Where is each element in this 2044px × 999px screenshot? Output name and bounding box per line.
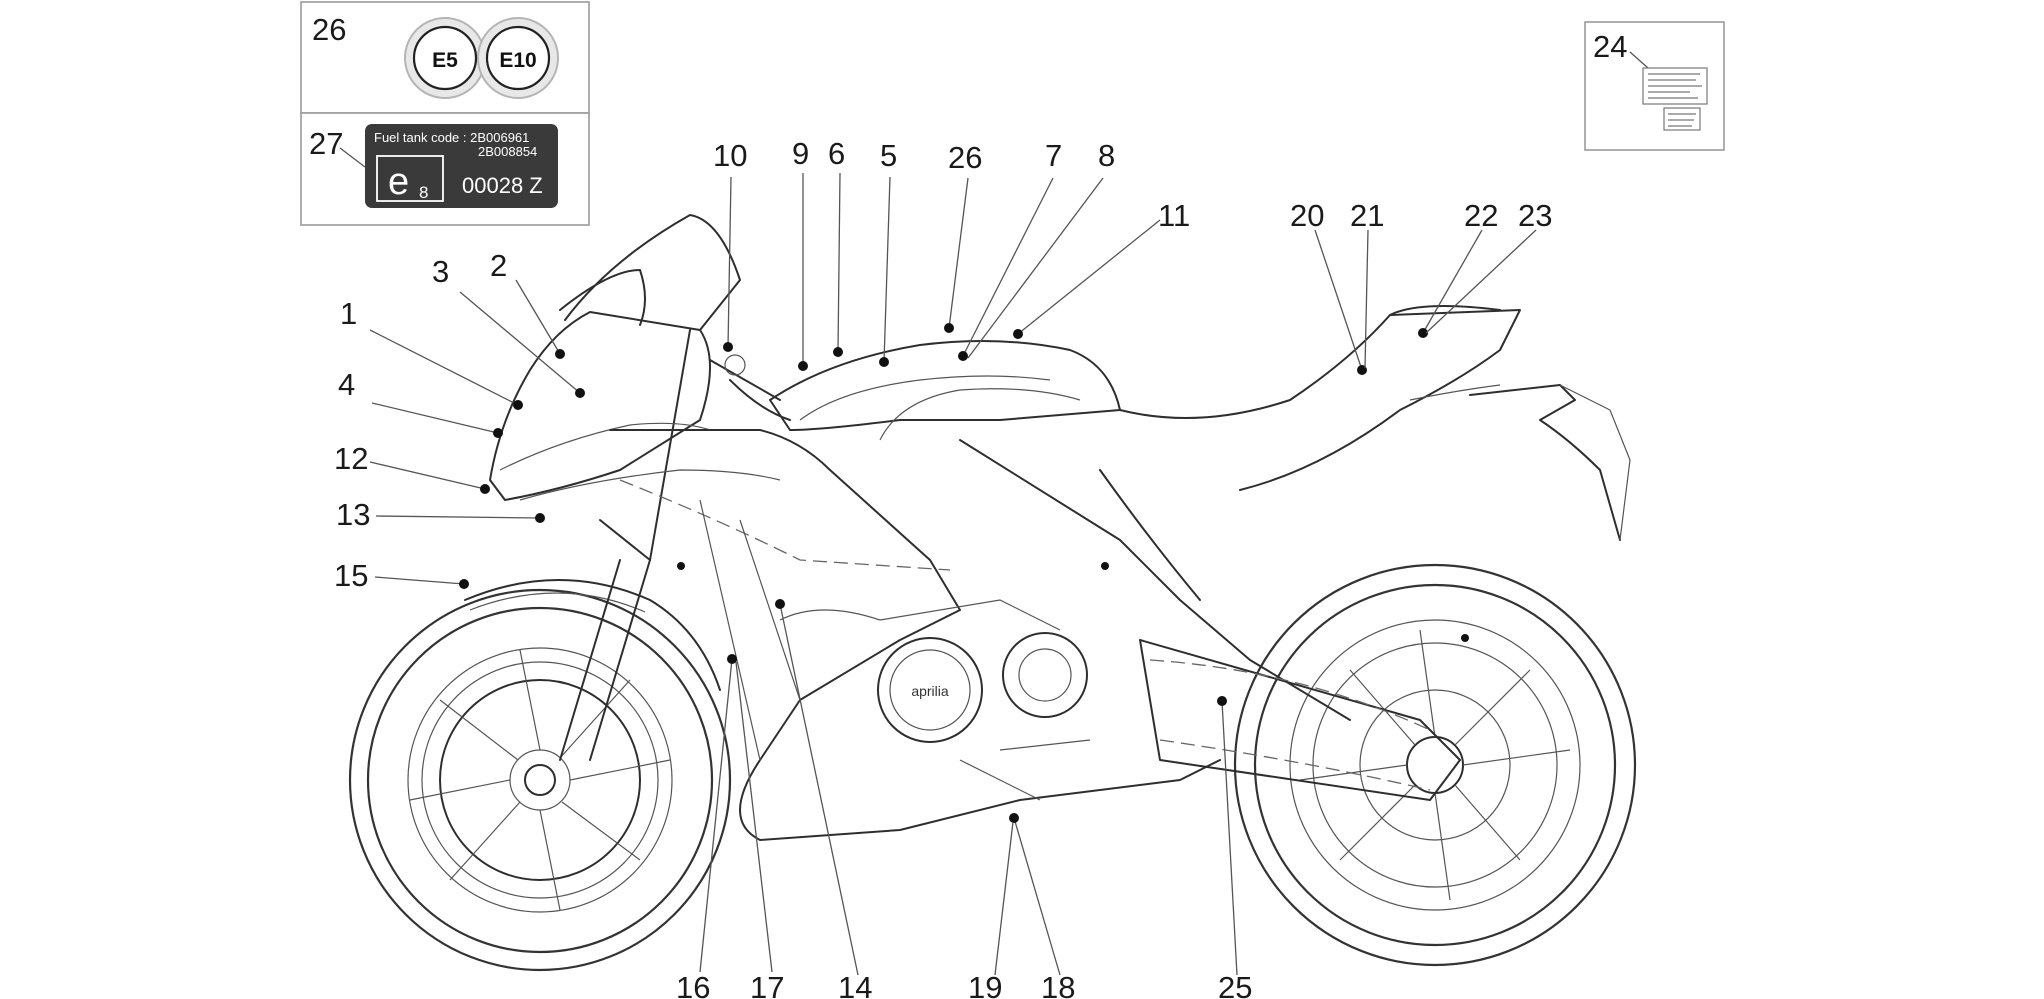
callout-numbers: 1 2 3 4 5 6 7 8 9 10 11 12 13 14 15 16 1… <box>334 136 1552 999</box>
callout-leader-18 <box>1009 813 1061 976</box>
callout-1: 1 <box>340 296 357 331</box>
warning-label-graphic <box>1642 67 1708 131</box>
badge-e5 <box>412 25 478 91</box>
callout-2: 2 <box>490 248 507 283</box>
callout-leader-22 <box>1418 229 1483 338</box>
callout-19: 19 <box>968 970 1002 999</box>
callout-12: 12 <box>334 441 368 476</box>
approval-mark-sub: 8 <box>419 183 428 202</box>
badge-e5-label: E5 <box>432 49 458 72</box>
badge-e10-label: E10 <box>499 49 536 72</box>
label-box-27: 27 Fuel tank code : 2B006961 2B008854 e … <box>300 112 590 226</box>
fuel-code-line1: Fuel tank code : 2B006961 <box>374 130 529 145</box>
callout-leader-15 <box>374 576 469 589</box>
callout-leader-3 <box>459 291 585 398</box>
callout-leader-17 <box>735 661 773 973</box>
callout-23: 23 <box>1518 198 1552 233</box>
callout-6: 6 <box>828 136 845 171</box>
callout-leader-25 <box>1217 696 1238 976</box>
callout-20: 20 <box>1290 198 1324 233</box>
callout-leader-16 <box>699 654 737 973</box>
callout-18: 18 <box>1041 970 1075 999</box>
callout-13: 13 <box>336 497 370 532</box>
callout-leader-21 <box>1364 229 1369 369</box>
engine-brand-mark: aprilia <box>911 683 949 699</box>
callout-leader-10 <box>723 176 733 352</box>
callout-leader-2 <box>515 279 565 359</box>
label-box-27-number: 27 <box>309 126 343 161</box>
callout-leader-19 <box>994 821 1014 976</box>
label-box-24: 24 <box>1584 21 1725 151</box>
callout-8: 8 <box>1098 138 1115 173</box>
callout-leader-1 <box>369 329 523 410</box>
callout-25: 25 <box>1218 970 1252 999</box>
callout-leader-26 <box>944 177 969 333</box>
callout-10: 10 <box>713 138 747 173</box>
fuel-tank-code-plate <box>365 124 558 208</box>
callout-9: 9 <box>792 136 809 171</box>
callout-leader-9 <box>798 173 808 371</box>
callout-leader-6 <box>833 172 843 357</box>
label-box-24-number: 24 <box>1593 29 1627 64</box>
label-box-26: 26 E5 E10 <box>300 1 590 114</box>
callout-leader-14 <box>775 599 859 976</box>
callout-leader-13 <box>375 513 545 523</box>
rear-wheel <box>1233 563 1637 967</box>
callout-4: 4 <box>338 367 355 402</box>
callout-leader-4 <box>371 402 503 438</box>
callout-leader-7 <box>958 177 1054 361</box>
callout-26: 26 <box>948 140 982 175</box>
approval-mark: e <box>388 161 409 203</box>
callout-leader-8 <box>967 177 1104 359</box>
badge-e10 <box>485 25 551 91</box>
fuel-code-line2: 2B008854 <box>478 144 537 159</box>
callout-leader-11 <box>1013 219 1161 339</box>
callout-leader-5 <box>879 176 891 367</box>
callout-leaders <box>369 172 1537 976</box>
callout-leader-12 <box>369 461 490 494</box>
front-wheel <box>348 588 732 972</box>
callout-15: 15 <box>334 558 368 593</box>
callout-leader-23 <box>1425 229 1537 334</box>
callout-3: 3 <box>432 254 449 289</box>
callout-14: 14 <box>838 970 872 999</box>
callout-17: 17 <box>750 970 784 999</box>
motorcycle-drawing: aprilia <box>348 214 1637 972</box>
callout-11: 11 <box>1158 198 1190 233</box>
approval-number: 00028 Z <box>462 173 543 198</box>
callout-leader-20 <box>1314 229 1367 375</box>
callout-5: 5 <box>880 138 897 173</box>
callout-21: 21 <box>1350 198 1384 233</box>
callout-16: 16 <box>676 970 710 999</box>
callout-22: 22 <box>1464 198 1498 233</box>
label-box-26-number: 26 <box>312 12 346 47</box>
callout-7: 7 <box>1045 138 1062 173</box>
approval-mark-frame <box>376 155 444 202</box>
